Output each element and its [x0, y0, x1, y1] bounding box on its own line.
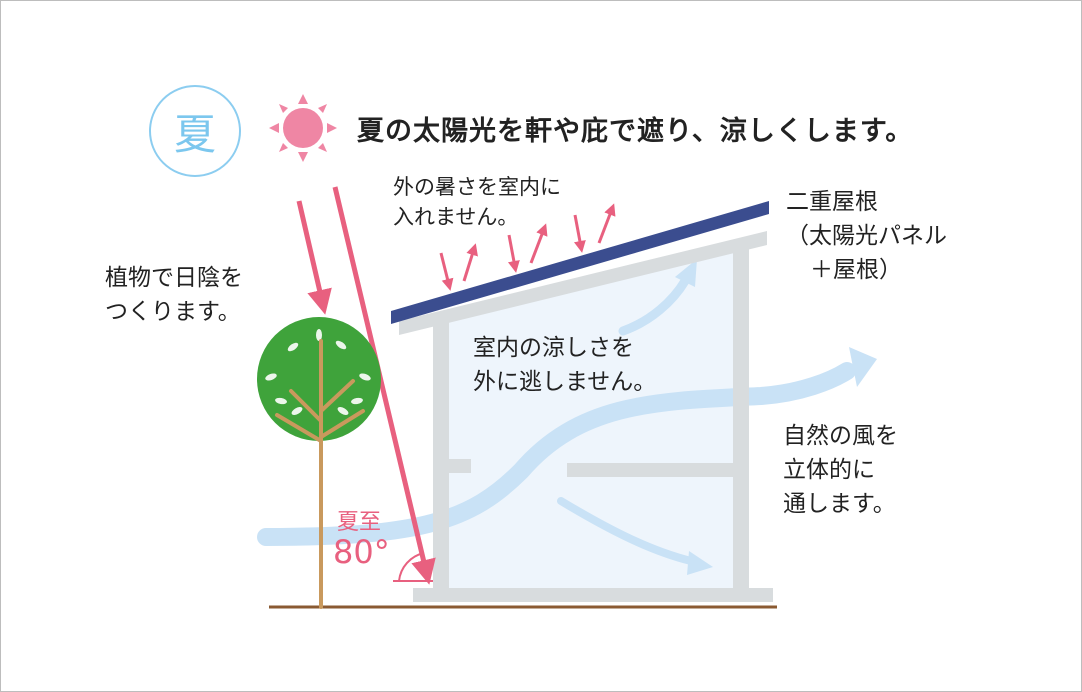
house-structure	[399, 231, 773, 602]
summer-solstice-label: 夏至	[337, 510, 382, 535]
shade-label: 植物で日陰を つくります。	[105, 265, 243, 325]
sun-angle-label: 80°	[333, 533, 390, 571]
season-circle-icon	[149, 85, 241, 177]
tree-icon	[257, 317, 381, 609]
sunlight-rays	[296, 186, 436, 585]
angle-arc	[393, 552, 433, 582]
season-label: 夏	[173, 109, 216, 159]
keep-cool-label: 室内の涼しさを 外に逃しません。	[473, 335, 657, 395]
natural-wind-label: 自然の風を 立体的に 通します。	[783, 423, 898, 517]
double-roof-label: 二重屋根 （太陽光パネル ＋屋根）	[786, 189, 947, 283]
heat-arrows	[439, 203, 616, 291]
headline: 夏の太陽光を軒や庇で遮り、涼しくします。	[357, 116, 914, 147]
solar-panel-roof	[391, 201, 769, 324]
sun-icon	[269, 94, 337, 162]
heat-block-label: 外の暑さを室内に 入れません。	[393, 175, 561, 229]
